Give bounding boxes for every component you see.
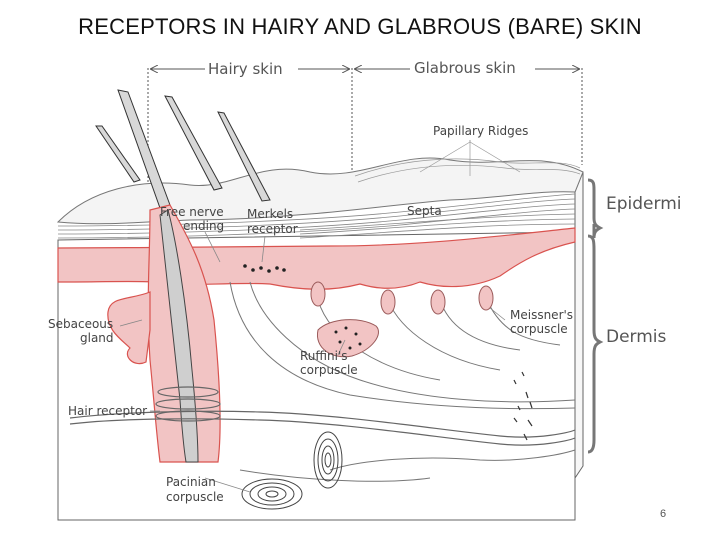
merkels-label-2: receptor: [247, 222, 298, 236]
dermis-label: Dermis: [606, 327, 667, 347]
pacinian-corpuscles: [241, 431, 343, 510]
epidermis-label: Epidermi: [606, 194, 681, 214]
ruffini-label-2: corpuscle: [300, 363, 358, 377]
sebaceous-label-2: gland: [80, 331, 114, 345]
hair-follicle: [107, 204, 221, 463]
sebaceous-label-1: Sebaceous: [48, 317, 113, 331]
merkel-receptor-cells: [243, 264, 286, 273]
layer-braces: [587, 178, 604, 454]
ruffini-corpuscle: [316, 319, 379, 358]
meissner-corpuscles: [310, 281, 494, 315]
slide-title: RECEPTORS IN HAIRY AND GLABROUS (BARE) S…: [78, 14, 642, 39]
free-nerve-endings-deep: [513, 371, 533, 441]
free-nerve-ending-label-1: Free nerve: [160, 205, 224, 219]
septa-label: Septa: [407, 204, 442, 218]
papillary-ridges-label: Papillary Ridges: [433, 124, 528, 138]
page-number: 6: [660, 508, 667, 520]
meissner-label-2: corpuscle: [510, 322, 568, 336]
merkels-label-1: Merkels: [247, 207, 293, 221]
hair-receptor-label: Hair receptor: [68, 404, 147, 418]
glabrous-skin-label: Glabrous skin: [414, 59, 516, 77]
free-nerve-ending-label-2: ending: [183, 219, 224, 233]
region-brackets: [147, 68, 583, 215]
hairs: [95, 89, 271, 209]
pacinian-label-1: Pacinian: [166, 475, 216, 489]
leader-lines: [119, 140, 506, 493]
pacinian-label-2: corpuscle: [166, 490, 224, 504]
meissner-label-1: Meissner's: [510, 308, 573, 322]
hair-receptor-nerve: [69, 386, 576, 446]
hairy-skin-label: Hairy skin: [208, 60, 283, 78]
ruffini-label-1: Ruffini's: [300, 349, 348, 363]
